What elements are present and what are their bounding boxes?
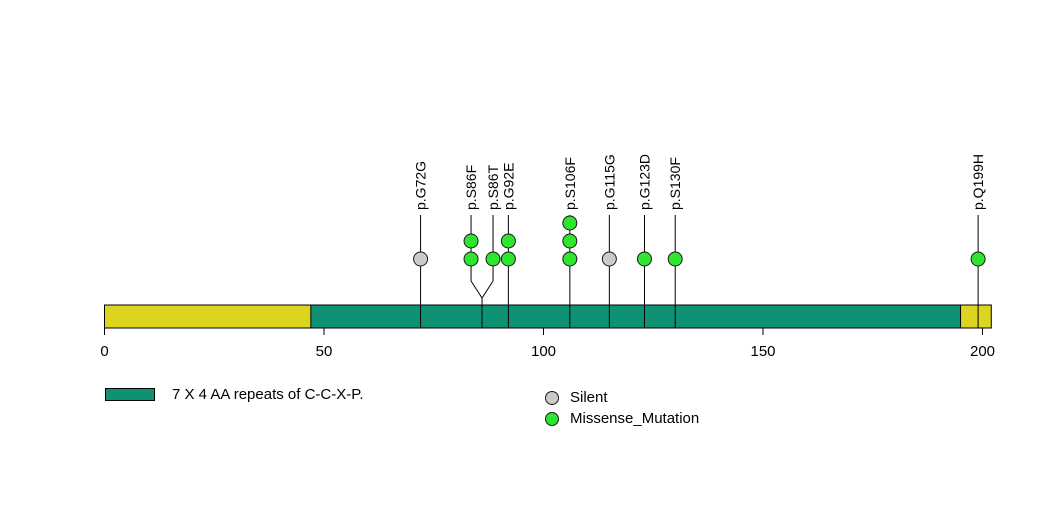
lollipop-stem-branch [481,280,494,299]
mutation-circle [601,251,617,267]
mutation-circle [500,233,516,249]
mutation-circle [636,251,652,267]
silent-legend-label: Silent [570,389,608,406]
mutation-circle [485,251,501,267]
axis-tick-label: 0 [100,343,108,360]
mutation-circle [463,251,479,267]
silent-legend-dot [545,390,559,405]
mutation-label: p.Q199H [970,154,986,210]
domain-legend-swatch [105,388,155,401]
mutation-circle [413,251,429,267]
mutation-label: p.G115G [601,154,617,210]
missense-legend-label: Missense_Mutation [570,410,700,427]
mutation-label: p.G92E [500,163,516,210]
mutation-circle [463,233,479,249]
domain-legend-label: 7 X 4 AA repeats of C-C-X-P. [172,386,364,403]
mutation-label: p.S86F [463,165,479,210]
axis-tick-label: 200 [970,343,995,360]
mutation-circle [562,251,578,267]
axis-tick-label: 50 [316,343,333,360]
mutation-label: p.S86T [485,164,501,210]
mutation-circle [562,233,578,249]
missense-legend-dot [545,411,559,426]
lollipop-stem-branch [470,280,483,299]
legend-row-silent: Silent [545,387,699,408]
mutation-type-legend: Silent Missense_Mutation [545,387,699,429]
mutation-label: p.S130F [667,157,683,210]
mutation-label: p.G72G [413,161,429,210]
domain-legend: 7 X 4 AA repeats of C-C-X-P. [105,386,363,403]
mutation-circle [562,215,578,231]
axis-tick-label: 100 [531,343,556,360]
legend-row-missense: Missense_Mutation [545,408,699,429]
mutation-circle [500,251,516,267]
mutation-label: p.G123D [636,154,652,210]
protein-domain [310,304,962,329]
axis-tick-label: 150 [750,343,775,360]
mutation-label: p.S106F [562,157,578,210]
mutation-circle [970,251,986,267]
mutation-circle [667,251,683,267]
